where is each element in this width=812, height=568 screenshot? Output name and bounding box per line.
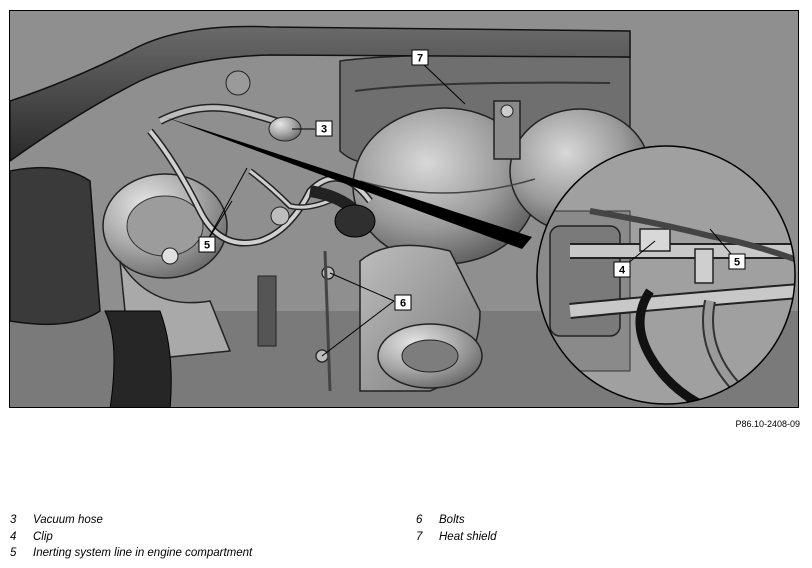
- callout-5-detail: 5: [728, 253, 746, 270]
- callout-3: 3: [315, 120, 333, 137]
- legend-item: 5 Inerting system line in engine compart…: [10, 545, 390, 562]
- legend-number: 3: [10, 514, 17, 526]
- legend-item: 6 Bolts: [416, 512, 796, 529]
- legend-text: Heat shield: [439, 530, 497, 543]
- legend-text: Bolts: [439, 514, 465, 526]
- callout-5-detail-label: 5: [734, 257, 740, 269]
- legend-number: 7: [416, 530, 423, 543]
- callout-4-label: 4: [619, 265, 626, 277]
- engine-illustration: 3 7 5 6 4 5: [9, 10, 799, 408]
- engine-drawing: 3 7 5 6 4 5: [10, 11, 798, 407]
- legend-text: Clip: [33, 530, 53, 543]
- callout-7-label: 7: [417, 53, 423, 65]
- figure-id: P86.10-2408-09: [735, 419, 800, 429]
- callout-5-main: 5: [198, 236, 216, 253]
- legend-item: 3 Vacuum hose: [10, 512, 390, 529]
- legend-number: 5: [10, 547, 17, 559]
- callout-5-main-label: 5: [204, 240, 210, 252]
- legend-text: Inerting system line in engine compartme…: [33, 547, 253, 559]
- legend-right: 6 Bolts 7 Heat shield: [416, 512, 796, 545]
- legend-number: 4: [10, 530, 17, 543]
- legend-text: Vacuum hose: [33, 514, 103, 526]
- legend-item: 4 Clip: [10, 529, 390, 546]
- legend-item: 7 Heat shield: [416, 529, 796, 546]
- callout-6: 6: [394, 294, 412, 311]
- legend-left: 3 Vacuum hose 4 Clip 5 Inerting system l…: [10, 512, 390, 562]
- callout-6-label: 6: [400, 298, 406, 310]
- callout-7: 7: [411, 49, 429, 66]
- callout-3-label: 3: [321, 124, 327, 136]
- legend-number: 6: [416, 514, 423, 526]
- callout-4: 4: [613, 261, 631, 278]
